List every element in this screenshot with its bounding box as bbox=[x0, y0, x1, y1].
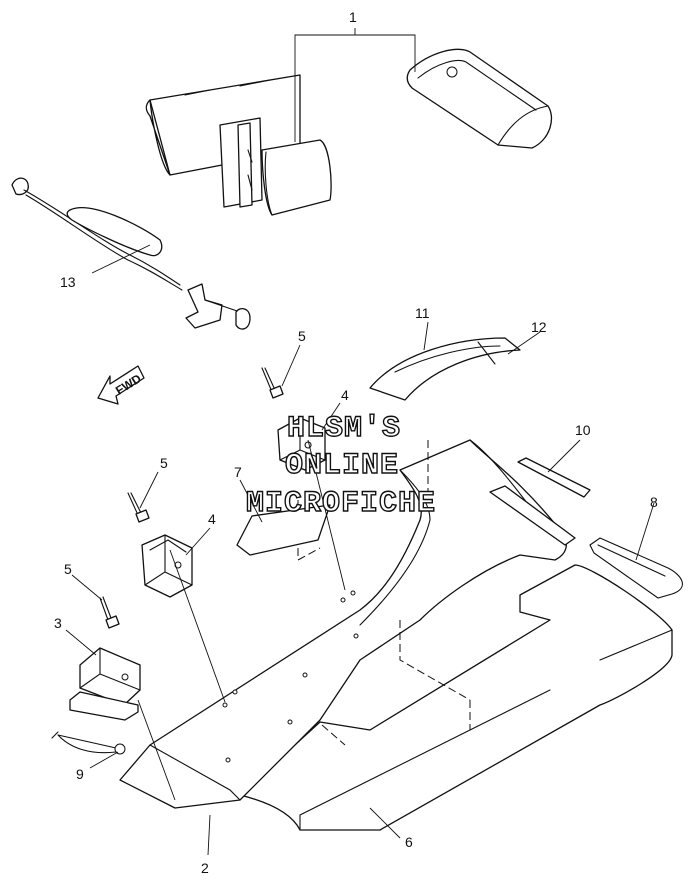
callout-9: 9 bbox=[76, 766, 84, 782]
tool-pouch bbox=[406, 48, 553, 149]
watermark-line-1: HLSM'S bbox=[287, 412, 401, 446]
callout-6: 6 bbox=[405, 834, 413, 850]
lanyard-cable bbox=[11, 177, 251, 330]
callout-11: 11 bbox=[415, 305, 430, 321]
callout-3: 3 bbox=[54, 615, 62, 631]
leader-lines bbox=[65, 244, 655, 856]
callout-13: 13 bbox=[60, 274, 76, 290]
callout-5-upper: 5 bbox=[298, 328, 306, 344]
strip-bar bbox=[517, 457, 591, 498]
screw-upper bbox=[261, 367, 284, 399]
watermark: HLSM'S ONLINE MICROFICHE bbox=[245, 411, 436, 521]
callout-5-lower: 5 bbox=[64, 561, 72, 577]
callout-10: 10 bbox=[575, 422, 591, 438]
leader-1 bbox=[294, 34, 416, 142]
seat-base bbox=[119, 439, 576, 809]
tool-bag bbox=[145, 74, 332, 216]
callout-7: 7 bbox=[234, 464, 242, 480]
callout-2: 2 bbox=[201, 860, 209, 876]
screw-lower bbox=[99, 596, 120, 629]
callout-8: 8 bbox=[650, 494, 658, 510]
mounting-holes bbox=[222, 590, 359, 763]
seat-cushion bbox=[239, 564, 673, 831]
hinge-pin bbox=[51, 731, 126, 755]
callout-labels: 1 2 3 4 4 5 5 5 6 7 8 9 10 11 12 13 bbox=[54, 9, 658, 876]
bracket-lower bbox=[141, 534, 193, 598]
screw-middle bbox=[127, 492, 150, 523]
bracket-upper bbox=[277, 417, 326, 471]
watermark-line-2: ONLINE bbox=[285, 449, 399, 483]
callout-12: 12 bbox=[531, 319, 547, 335]
callout-4-lower: 4 bbox=[208, 511, 216, 527]
hinge-plate bbox=[69, 647, 141, 721]
decal-strip bbox=[369, 337, 521, 401]
watermark-line-3: MICROFICHE bbox=[246, 487, 436, 521]
wire-hook bbox=[589, 537, 683, 599]
forward-direction-arrow: FWD bbox=[97, 365, 145, 405]
callout-1: 1 bbox=[349, 9, 357, 25]
callout-4-upper: 4 bbox=[341, 387, 349, 403]
seat-pad bbox=[236, 504, 331, 556]
callout-5-middle: 5 bbox=[160, 455, 168, 471]
